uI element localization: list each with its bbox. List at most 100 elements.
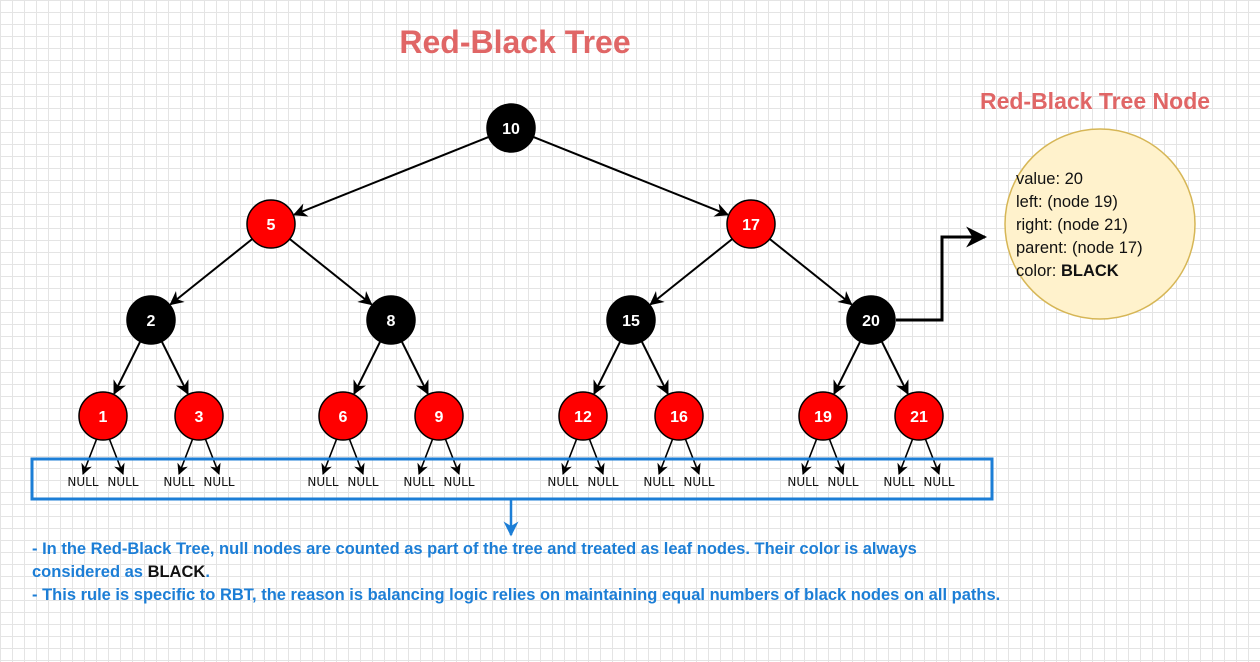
null-edge	[561, 437, 578, 476]
null-leaf-label: NULL	[923, 475, 954, 489]
field-key: color:	[1016, 262, 1057, 280]
field-key: parent:	[1016, 239, 1068, 257]
null-leaf-label: NULL	[827, 475, 858, 489]
node-value-label: 5	[267, 217, 276, 234]
null-edge	[924, 437, 941, 476]
null-leaf-label: NULL	[787, 475, 818, 489]
note-text: .	[205, 563, 210, 581]
null-edge	[321, 437, 338, 476]
null-edge	[897, 437, 914, 476]
node-value-label: 16	[670, 409, 688, 426]
tree-edge	[649, 238, 733, 306]
node-circle	[126, 295, 176, 345]
tree-node-2: 2	[126, 295, 176, 345]
null-edge	[81, 437, 98, 476]
node-circle	[558, 391, 608, 441]
tree-node-15: 15	[606, 295, 656, 345]
note-keyword-black: BLACK	[147, 563, 206, 581]
null-edge	[828, 437, 845, 476]
null-leaf-label: NULL	[403, 475, 434, 489]
null-leaf-label: NULL	[347, 475, 378, 489]
tree-node-3: 3	[174, 391, 224, 441]
node-circle	[486, 103, 536, 153]
node-info-right: right: (node 21)	[1016, 214, 1143, 237]
node-circle	[246, 199, 296, 249]
null-leaves: NULL NULL NULL NULL NULL NULL NULL NULL NULL NULL…	[67, 437, 955, 489]
node-circle	[366, 295, 416, 345]
null-leaf-label: NULL	[307, 475, 338, 489]
node-circle	[846, 295, 896, 345]
node-info-left: left: (node 19)	[1016, 191, 1143, 214]
null-edge	[684, 437, 701, 476]
null-leaves-highlight-box	[30, 457, 994, 501]
null-leaf-label: NULL	[683, 475, 714, 489]
tree-edge	[160, 341, 189, 395]
tree-edges	[113, 135, 909, 395]
node-circle	[894, 391, 944, 441]
node-circle	[606, 295, 656, 345]
tree-edge	[640, 341, 669, 395]
tree-edge	[532, 135, 730, 217]
tree-node-6: 6	[318, 391, 368, 441]
node-info-fields: value: 20 left: (node 19) right: (node 2…	[1016, 168, 1143, 283]
page-title: Red-Black Tree	[399, 24, 631, 60]
tree-node-10: 10	[486, 103, 536, 153]
field-value: (node 17)	[1071, 239, 1143, 257]
node-circle	[414, 391, 464, 441]
null-edge	[801, 437, 818, 476]
node-value-label: 17	[742, 217, 760, 234]
null-leaf-label: NULL	[67, 475, 98, 489]
field-value: (node 19)	[1047, 193, 1118, 211]
tree-node-8: 8	[366, 295, 416, 345]
node-value-label: 8	[387, 313, 396, 330]
node-info-color: color: BLACK	[1016, 260, 1143, 283]
null-edge	[108, 437, 125, 476]
null-leaf-label: NULL	[643, 475, 674, 489]
null-edge	[588, 437, 605, 476]
tree-node-12: 12	[558, 391, 608, 441]
node-value-label: 2	[147, 313, 156, 330]
null-edge	[444, 437, 461, 476]
null-edge	[204, 437, 221, 476]
null-leaf-label: NULL	[883, 475, 914, 489]
node-value-label: 21	[910, 409, 928, 426]
node-circle	[654, 391, 704, 441]
tree-edge	[880, 341, 909, 395]
null-leaf-label: NULL	[547, 475, 578, 489]
null-edge	[657, 437, 674, 476]
node-value-label: 1	[99, 409, 108, 426]
node-info-connector-arrow	[896, 226, 988, 322]
field-key: value:	[1016, 170, 1061, 188]
tree-node-17: 17	[726, 199, 776, 249]
null-edge	[348, 437, 365, 476]
note-line-2: - This rule is specific to RBT, the reas…	[32, 586, 1001, 604]
node-value-label: 10	[502, 121, 520, 138]
node-info-title: Red-Black Tree Node	[979, 88, 1211, 114]
null-leaf-label: NULL	[163, 475, 194, 489]
note-line-1: - In the Red-Black Tree, null nodes are …	[32, 538, 1002, 584]
node-circle	[798, 391, 848, 441]
node-circle	[318, 391, 368, 441]
tree-node-20: 20	[846, 295, 896, 345]
node-value-label: 20	[862, 313, 880, 330]
field-value: BLACK	[1060, 262, 1119, 280]
tree-node-1: 1	[78, 391, 128, 441]
node-value-label: 3	[195, 409, 204, 426]
tree-edge	[289, 238, 373, 306]
node-value-label: 15	[622, 313, 640, 330]
node-info-bubble	[1004, 128, 1196, 320]
tree-edge	[113, 341, 142, 395]
node-value-label: 9	[435, 409, 444, 426]
field-value: (node 21)	[1057, 216, 1128, 234]
null-edge	[177, 437, 194, 476]
field-value: 20	[1064, 170, 1083, 188]
tree-edge	[833, 341, 862, 395]
null-leaf-label: NULL	[107, 475, 138, 489]
node-value-label: 19	[814, 409, 832, 426]
node-circle	[174, 391, 224, 441]
node-value-label: 12	[574, 409, 592, 426]
node-info-value: value: 20	[1016, 168, 1143, 191]
tree-edge	[292, 135, 490, 217]
null-edge	[417, 437, 434, 476]
